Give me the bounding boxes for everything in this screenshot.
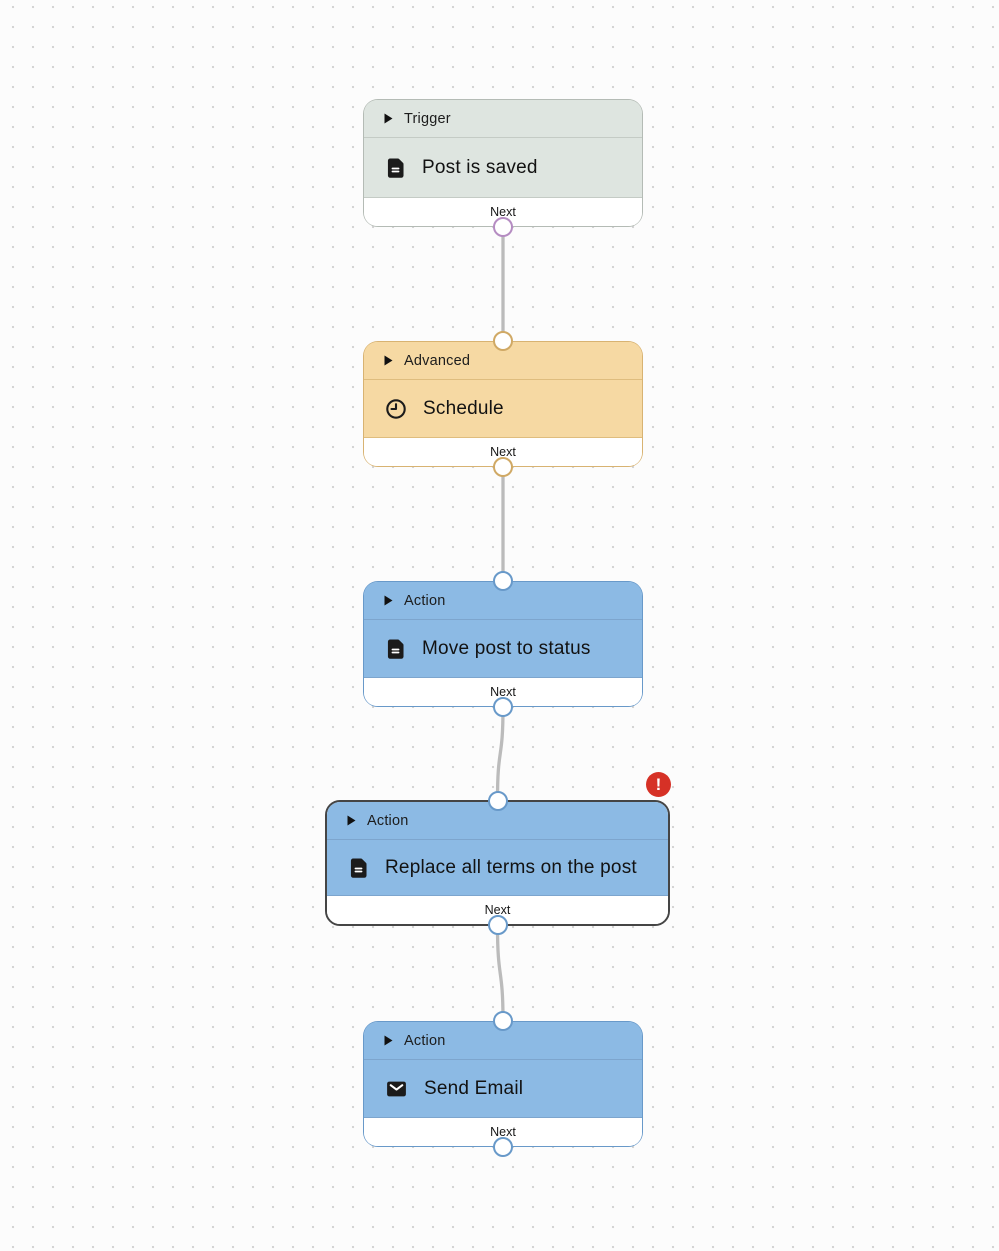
node-header[interactable]: Trigger xyxy=(364,100,642,138)
node-action-send-email[interactable]: Action Send Email Next ! xyxy=(363,1011,643,1157)
node-action-replace-all-terms[interactable]: Action Replace all terms on the post Nex… xyxy=(325,772,671,935)
output-port[interactable] xyxy=(493,1137,513,1157)
collapse-triangle-icon[interactable] xyxy=(384,595,393,606)
node-body[interactable]: Replace all terms on the post xyxy=(327,840,668,895)
node-body[interactable]: Move post to status xyxy=(364,620,642,677)
collapse-triangle-icon[interactable] xyxy=(384,1035,393,1046)
collapse-triangle-icon[interactable] xyxy=(384,113,393,124)
next-label: Next xyxy=(490,685,516,699)
output-port[interactable] xyxy=(493,457,513,477)
output-port[interactable] xyxy=(493,697,513,717)
document-icon xyxy=(384,156,407,179)
envelope-icon xyxy=(384,1077,409,1101)
node-header[interactable]: Action xyxy=(364,582,642,620)
node-category-label: Action xyxy=(404,1032,446,1049)
input-port[interactable] xyxy=(493,331,513,351)
node-body[interactable]: Post is saved xyxy=(364,138,642,197)
node-body[interactable]: Send Email xyxy=(364,1060,642,1117)
node-advanced-schedule[interactable]: Advanced Schedule Next ! xyxy=(363,331,643,477)
document-icon xyxy=(347,856,370,879)
collapse-triangle-icon[interactable] xyxy=(347,815,356,826)
node-category-label: Trigger xyxy=(404,110,451,127)
clock-icon xyxy=(384,397,408,421)
node-title: Post is saved xyxy=(422,156,538,178)
node-title: Replace all terms on the post xyxy=(385,856,637,878)
node-body[interactable]: Schedule xyxy=(364,380,642,437)
next-label: Next xyxy=(484,903,511,917)
node-category-label: Action xyxy=(404,592,446,609)
next-label: Next xyxy=(490,445,516,459)
node-title: Send Email xyxy=(424,1077,524,1099)
output-port[interactable] xyxy=(487,915,508,935)
node-title: Move post to status xyxy=(422,637,591,659)
next-label: Next xyxy=(490,1125,516,1139)
input-port[interactable] xyxy=(493,571,513,591)
node-trigger-post-is-saved[interactable]: Trigger Post is saved Next ! xyxy=(363,99,643,237)
input-port[interactable] xyxy=(487,791,508,811)
node-category-label: Action xyxy=(367,812,409,829)
error-badge[interactable]: ! xyxy=(646,772,671,797)
input-port[interactable] xyxy=(493,1011,513,1031)
output-port[interactable] xyxy=(493,217,513,237)
collapse-triangle-icon[interactable] xyxy=(384,355,393,366)
node-title: Schedule xyxy=(423,397,504,419)
node-action-move-post-to-status[interactable]: Action Move post to status Next ! xyxy=(363,571,643,717)
document-icon xyxy=(384,637,407,660)
node-category-label: Advanced xyxy=(404,352,471,369)
next-label: Next xyxy=(490,205,516,219)
